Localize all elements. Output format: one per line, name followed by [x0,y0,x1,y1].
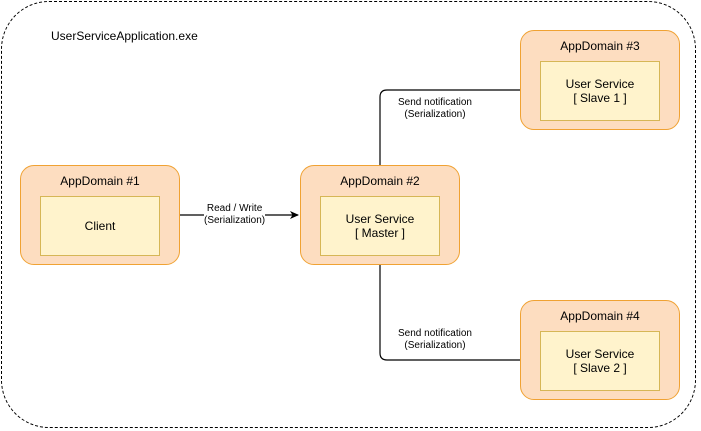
user-service-slave1-box: User Service [ Slave 1 ] [540,61,660,121]
edge-label-line2: (Serialization) [404,340,466,351]
service-role-label: [ Master ] [354,226,405,240]
appdomain-2-box: AppDomain #2 User Service [ Master ] [300,165,460,265]
appdomain-1-box: AppDomain #1 Client [20,165,180,265]
edge-label-read-write: Read / Write (Serialization) [204,203,266,227]
edge-label-line1: Read / Write [206,203,263,214]
process-title: UserServiceApplication.exe [51,29,198,43]
service-label: User Service [565,77,635,91]
edge-label-line1: Send notification [398,97,472,108]
edge-master-to-slave1 [379,86,539,165]
edge-label-line2: (Serialization) [404,109,466,120]
user-service-slave2-box: User Service [ Slave 2 ] [540,331,660,391]
edge-label-notify-slave1: Send notification (Serialization) [398,97,472,121]
appdomain-3-box: AppDomain #3 User Service [ Slave 1 ] [520,30,680,130]
edge-label-line1: Send notification [398,328,472,339]
service-label: User Service [565,347,635,361]
service-role-label: [ Slave 2 ] [573,361,627,375]
appdomain-4-box: AppDomain #4 User Service [ Slave 2 ] [520,300,680,400]
edge-master-to-slave2 [379,265,539,364]
appdomain-4-title: AppDomain #4 [560,309,640,323]
edge-label-notify-slave2: Send notification (Serialization) [398,328,472,352]
client-label: Client [84,219,116,233]
appdomain-1-title: AppDomain #1 [60,174,140,188]
appdomain-3-title: AppDomain #3 [560,39,640,53]
service-label: User Service [345,212,415,226]
client-box: Client [40,196,160,256]
edge-label-line2: (Serialization) [204,215,266,226]
appdomain-2-title: AppDomain #2 [340,174,420,188]
user-service-master-box: User Service [ Master ] [320,196,440,256]
service-role-label: [ Slave 1 ] [573,91,627,105]
